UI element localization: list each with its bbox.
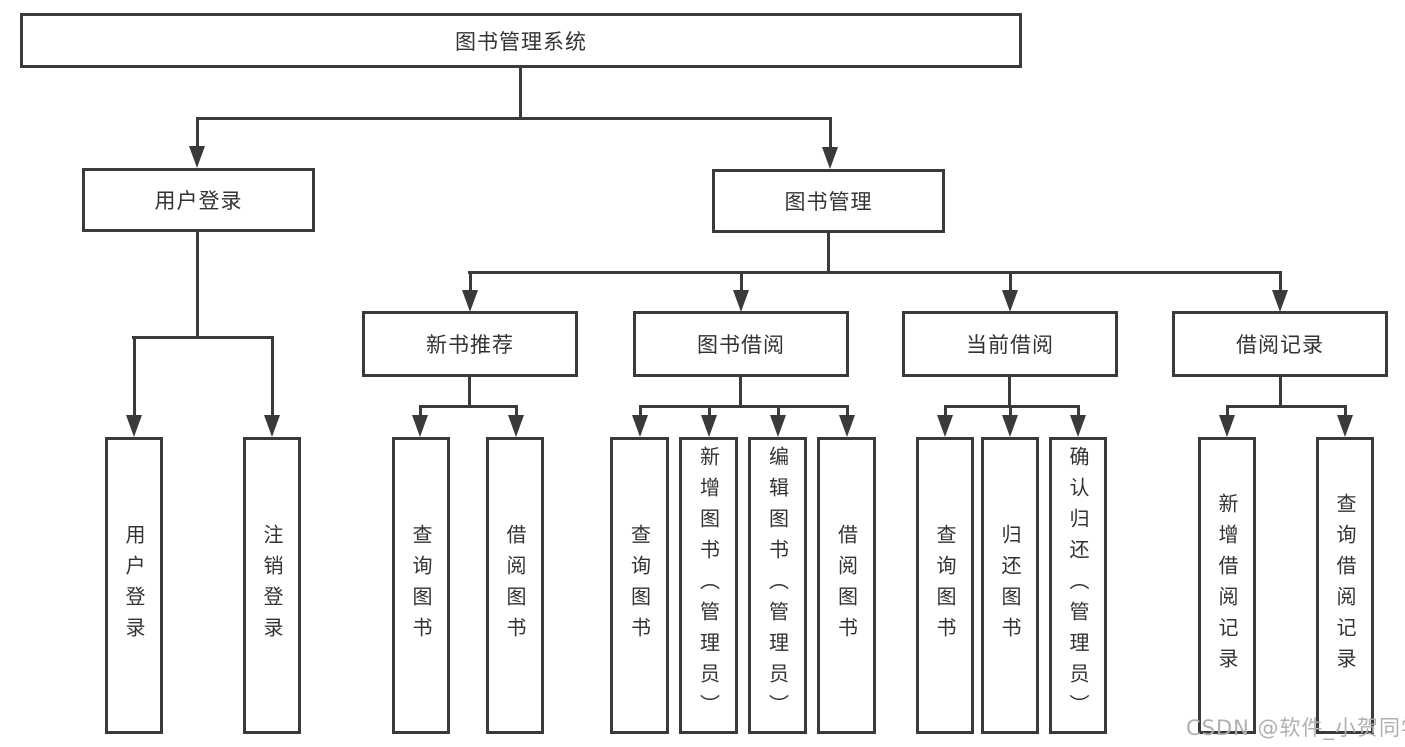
- arrow-g4-3: [1070, 405, 1086, 437]
- node-leaf-edit-books-admin: 编辑图书（管理员）: [748, 437, 807, 734]
- node-new-books: 新书推荐: [362, 311, 578, 377]
- connector-root-split: [196, 117, 832, 120]
- leaf-label: 注销登录: [260, 523, 284, 648]
- connector-current-borrow-split: [944, 405, 1079, 408]
- arrow-g3-4: [839, 405, 855, 437]
- node-leaf-confirm-return-admin: 确认归还（管理员）: [1049, 437, 1107, 734]
- connector-user-login-split: [132, 336, 274, 339]
- connector-book-borrow-stem: [739, 375, 742, 407]
- node-root: 图书管理系统: [20, 13, 1022, 68]
- node-leaf-logout: 注销登录: [243, 437, 301, 734]
- connector-new-books-split: [419, 405, 518, 408]
- node-leaf-borrow-books-2: 借阅图书: [817, 437, 876, 734]
- node-book-mgmt-label: 图书管理: [784, 190, 873, 214]
- leaf-label: 查询图书: [933, 523, 957, 648]
- node-book-borrow-label: 图书借阅: [697, 333, 785, 357]
- connector-root-stem: [519, 65, 522, 119]
- connector-book-mgmt-stem: [827, 231, 830, 273]
- csdn-watermark: CSDN @软件_小贺同学: [1186, 716, 1405, 740]
- leaf-label: 查询图书: [409, 523, 433, 648]
- leaf-label: 查询借阅记录: [1333, 492, 1357, 679]
- arrow-g4-1: [937, 405, 953, 437]
- node-user-login: 用户登录: [82, 168, 315, 232]
- connector-book-borrow-split: [639, 405, 848, 408]
- arrow-to-current-borrow: [1002, 271, 1018, 312]
- node-leaf-user-login: 用户登录: [105, 437, 163, 734]
- node-leaf-add-borrow-record: 新增借阅记录: [1198, 437, 1256, 734]
- leaf-label: 编辑图书（管理员）: [765, 446, 790, 725]
- leaf-label: 新增借阅记录: [1215, 492, 1239, 679]
- arrow-to-leaf-logout: [264, 339, 280, 437]
- arrow-to-new-books: [462, 271, 478, 312]
- node-root-label: 图书管理系统: [455, 29, 587, 54]
- node-borrow-records-label: 借阅记录: [1236, 333, 1324, 357]
- connector-borrow-records-stem: [1279, 375, 1282, 407]
- node-new-books-label: 新书推荐: [426, 333, 514, 357]
- arrow-g3-2: [701, 405, 717, 437]
- leaf-label: 借阅图书: [834, 523, 859, 648]
- arrow-g4-2: [1002, 405, 1018, 437]
- arrow-to-book-mgmt: [822, 117, 838, 169]
- node-leaf-borrow-books-1: 借阅图书: [486, 437, 544, 734]
- leaf-label: 归还图书: [998, 523, 1022, 648]
- arrow-g5-1: [1219, 405, 1235, 437]
- node-borrow-records: 借阅记录: [1172, 311, 1388, 377]
- arrow-to-book-borrow: [733, 271, 749, 312]
- leaf-label: 查询图书: [627, 523, 652, 648]
- node-book-mgmt: 图书管理: [712, 169, 945, 233]
- connector-borrow-records-split: [1226, 405, 1346, 408]
- arrow-g5-2: [1337, 405, 1353, 437]
- node-leaf-add-books-admin: 新增图书（管理员）: [679, 437, 738, 734]
- node-user-login-label: 用户登录: [154, 189, 243, 213]
- connector-book-mgmt-split: [468, 271, 1282, 274]
- connector-user-login-stem: [196, 230, 199, 339]
- arrow-g3-3: [770, 405, 786, 437]
- node-leaf-query-books-1: 查询图书: [392, 437, 450, 734]
- arrow-to-borrow-records: [1272, 271, 1288, 312]
- connector-new-books-stem: [468, 375, 471, 407]
- arrow-to-user-login: [189, 117, 205, 168]
- leaf-label: 新增图书（管理员）: [696, 446, 721, 725]
- leaf-label: 借阅图书: [503, 523, 527, 648]
- node-leaf-query-borrow-record: 查询借阅记录: [1316, 437, 1374, 734]
- node-leaf-query-books-3: 查询图书: [916, 437, 974, 734]
- connector-current-borrow-stem: [1008, 375, 1011, 407]
- node-current-borrow-label: 当前借阅: [966, 333, 1054, 357]
- node-current-borrow: 当前借阅: [902, 311, 1118, 377]
- leaf-label: 用户登录: [122, 523, 146, 648]
- node-book-borrow: 图书借阅: [633, 311, 849, 377]
- arrow-g2-2: [508, 405, 524, 437]
- node-leaf-query-books-2: 查询图书: [610, 437, 669, 734]
- arrow-g3-1: [632, 405, 648, 437]
- arrow-g2-1: [412, 405, 428, 437]
- arrow-to-leaf-login: [126, 339, 142, 437]
- node-leaf-return-books: 归还图书: [981, 437, 1039, 734]
- leaf-label: 确认归还（管理员）: [1066, 446, 1090, 725]
